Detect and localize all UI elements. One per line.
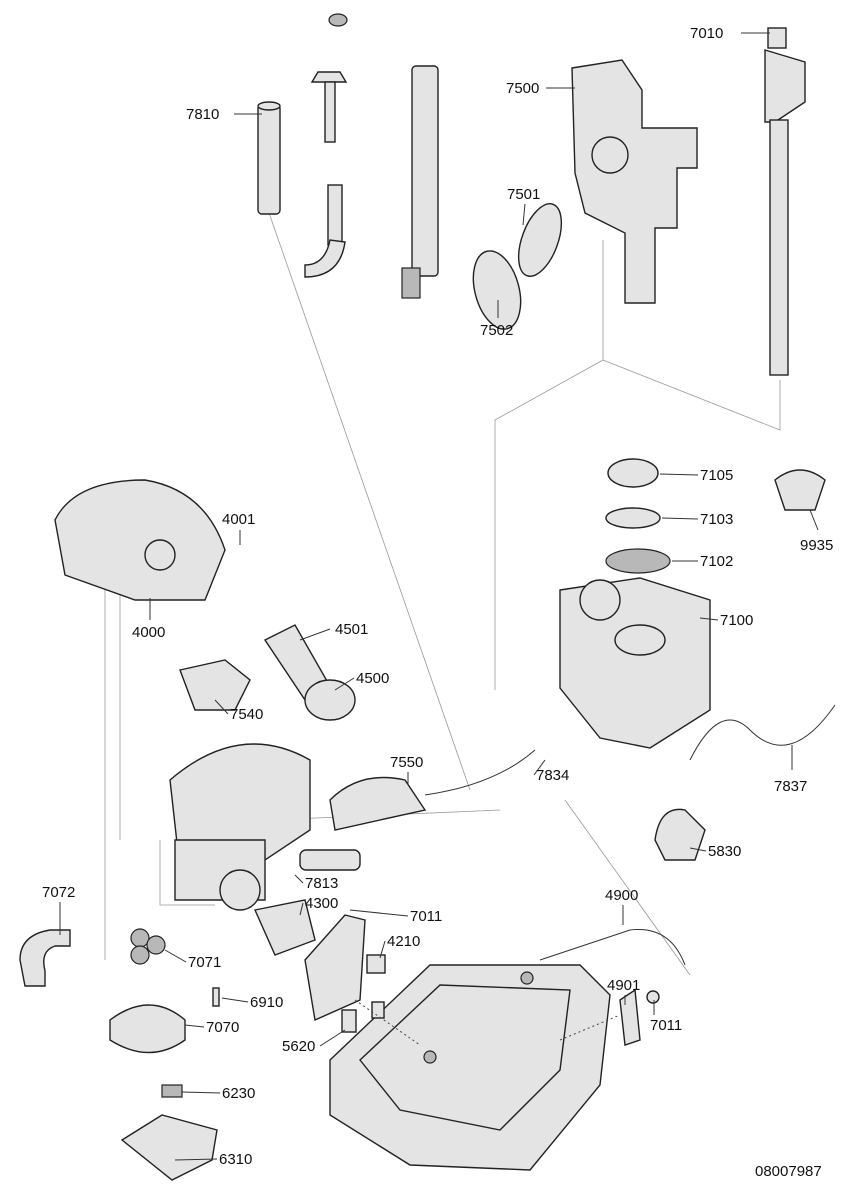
leader-line	[379, 940, 386, 959]
part-label: 4901	[607, 977, 640, 994]
leader-line	[299, 628, 331, 641]
part-label: 7810	[186, 106, 219, 123]
leader-line	[184, 1024, 205, 1028]
leader-line	[809, 509, 819, 531]
drawing-number: 08007987	[755, 1163, 822, 1180]
part-shapes	[19, 13, 836, 1181]
part-label: 7072	[42, 884, 75, 901]
part-label: 6230	[222, 1085, 255, 1102]
leader-line	[689, 847, 707, 852]
leader-line	[319, 1029, 346, 1047]
part-label: 7540	[230, 706, 263, 723]
leader-line	[164, 949, 187, 963]
part-label: 7105	[700, 467, 733, 484]
part-label: 7813	[305, 875, 338, 892]
guide-lines	[104, 209, 781, 976]
part-label: 7071	[188, 954, 221, 971]
part-label: 7500	[506, 80, 539, 97]
part-label: 4001	[222, 511, 255, 528]
part-labels: 7810 7500 7010 7501 7502 7105 7103 7102 9935 4001…	[42, 25, 833, 1168]
part-label: 5830	[708, 843, 741, 860]
part-label: 7834	[536, 767, 569, 784]
part-label: 4501	[335, 621, 368, 638]
leader-line	[659, 473, 699, 476]
part-label: 7103	[700, 511, 733, 528]
leader-line	[349, 909, 409, 917]
part-label: 7502	[480, 322, 513, 339]
part-label: 6310	[219, 1151, 252, 1168]
leader-line	[661, 517, 699, 520]
leader-line	[221, 997, 249, 1003]
part-label: 7102	[700, 553, 733, 570]
leader-line	[699, 617, 719, 621]
part-label: 7100	[720, 612, 753, 629]
leader-line	[294, 874, 304, 884]
leader-line	[533, 759, 546, 776]
part-label: 4000	[132, 624, 165, 641]
leader-line	[181, 1091, 221, 1094]
part-label: 9935	[800, 537, 833, 554]
part-label: 4300	[305, 895, 338, 912]
part-label: 6910	[250, 994, 283, 1011]
part-label: 7550	[390, 754, 423, 771]
part-label: 7837	[774, 778, 807, 795]
part-label: 7011	[410, 908, 442, 925]
part-label: 4900	[605, 887, 638, 904]
leader-line	[174, 1158, 218, 1161]
part-label: 7501	[507, 186, 540, 203]
part-label: 7011	[650, 1017, 682, 1034]
part-label: 7070	[206, 1019, 239, 1036]
leader-line	[299, 902, 304, 916]
part-label: 4210	[387, 933, 420, 950]
leader-line	[522, 203, 526, 226]
part-label: 7010	[690, 25, 723, 42]
leader-line	[334, 677, 355, 691]
part-label: 5620	[282, 1038, 315, 1055]
part-label: 4500	[356, 670, 389, 687]
leader-line	[214, 699, 229, 715]
